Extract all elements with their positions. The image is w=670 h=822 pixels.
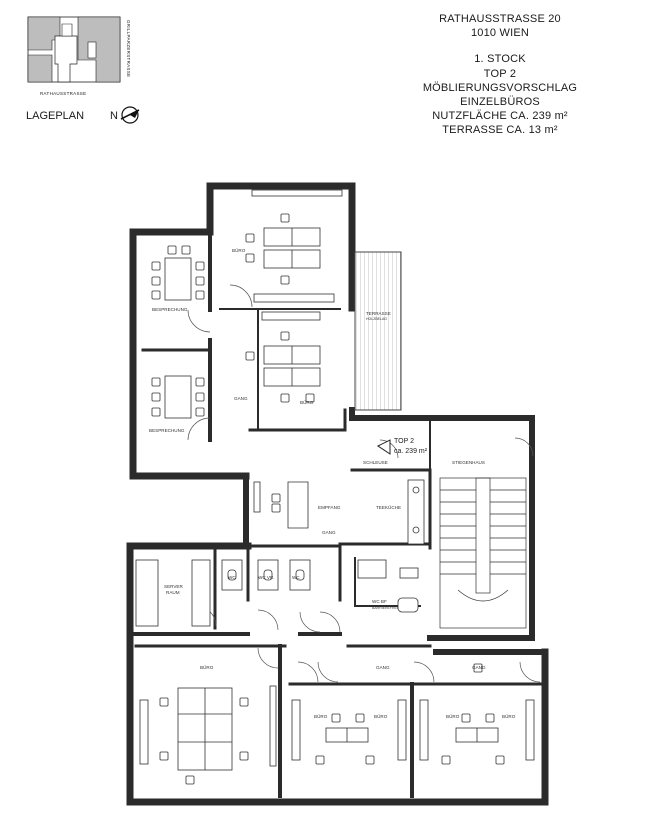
unit-marker-icon <box>377 439 391 455</box>
room-label-buero-mid: BÜRO <box>300 399 314 405</box>
north-label: N <box>110 110 118 122</box>
street-label-bottom: RATHAUSSTRASSE <box>40 91 87 96</box>
room-label-buero-b: BÜRO <box>374 713 388 719</box>
room-label-wc-bf: WC BF <box>372 599 387 604</box>
room-label-wc-vr: WC VR. <box>258 575 275 580</box>
room-label-buero-c: BÜRO <box>446 713 460 719</box>
room-label-empfang: EMPFANG <box>318 505 341 510</box>
room-label-stiegenhaus: STIEGENHAUS <box>452 460 485 465</box>
north-arrow-icon <box>120 106 140 124</box>
room-label-buero-d: BÜRO <box>502 713 516 719</box>
header-line-terrace: TERRASSE CA. 13 m² <box>442 124 558 137</box>
room-label-server: SERVER <box>164 584 183 589</box>
header-line-layout: EINZELBÜROS <box>460 96 540 109</box>
room-label-wc-2: WC <box>292 575 300 580</box>
header-line-furnishing: MÖBLIERUNGSVORSCHLAG <box>422 81 578 94</box>
project-header: RATHAUSSTRASSE 20 1010 WIEN 1. STOCK TOP… <box>370 12 630 138</box>
room-label-gang-left: GANG <box>234 396 248 401</box>
header-line-address: RATHAUSSTRASSE 20 <box>439 13 561 25</box>
room-label-besprechung-2: BESPRECHUNG <box>149 428 185 433</box>
building-walls <box>126 182 549 806</box>
header-line-unit: TOP 2 <box>483 67 517 80</box>
street-label-side: GRILLPARZERSTRASSE <box>126 20 131 78</box>
site-plan <box>27 16 121 83</box>
room-label-buero-big: BÜRO <box>200 664 214 670</box>
room-label-gang-1: GANG <box>376 665 390 670</box>
room-label-terrasse: TERRASSE <box>366 311 391 316</box>
room-label-besprechung-1: BESPRECHUNG <box>152 307 188 312</box>
room-label-wc-1: WC <box>228 575 236 580</box>
header-line-city: 1010 WIEN <box>470 27 530 40</box>
unit-area-label: ca. 239 m² <box>394 448 428 455</box>
room-label-buero-top: BÜRO <box>232 247 246 253</box>
terrace <box>354 251 402 411</box>
room-label-server-raum: RAUM <box>166 590 180 595</box>
site-plan-label: LAGEPLAN <box>26 110 85 122</box>
room-label-buero-a: BÜRO <box>314 713 328 719</box>
room-label-teekueche: TEEKÜCHE <box>376 504 401 510</box>
room-label-gang-2: GANG <box>472 665 486 670</box>
unit-label: TOP 2 <box>394 438 414 445</box>
room-label-gang-center: GANG <box>322 530 336 535</box>
stairwell <box>439 477 527 629</box>
room-label-terrasse-sub: HOLZBELAG <box>366 317 387 321</box>
header-line-area: NUTZFLÄCHE CA. 239 m² <box>432 110 568 123</box>
room-label-schleuse: SCHLEUSE <box>363 460 388 465</box>
header-line-floor: 1. STOCK <box>474 53 526 66</box>
room-label-wc-bf-sub: BARRIEREFREI <box>372 606 398 610</box>
furniture <box>135 189 535 785</box>
